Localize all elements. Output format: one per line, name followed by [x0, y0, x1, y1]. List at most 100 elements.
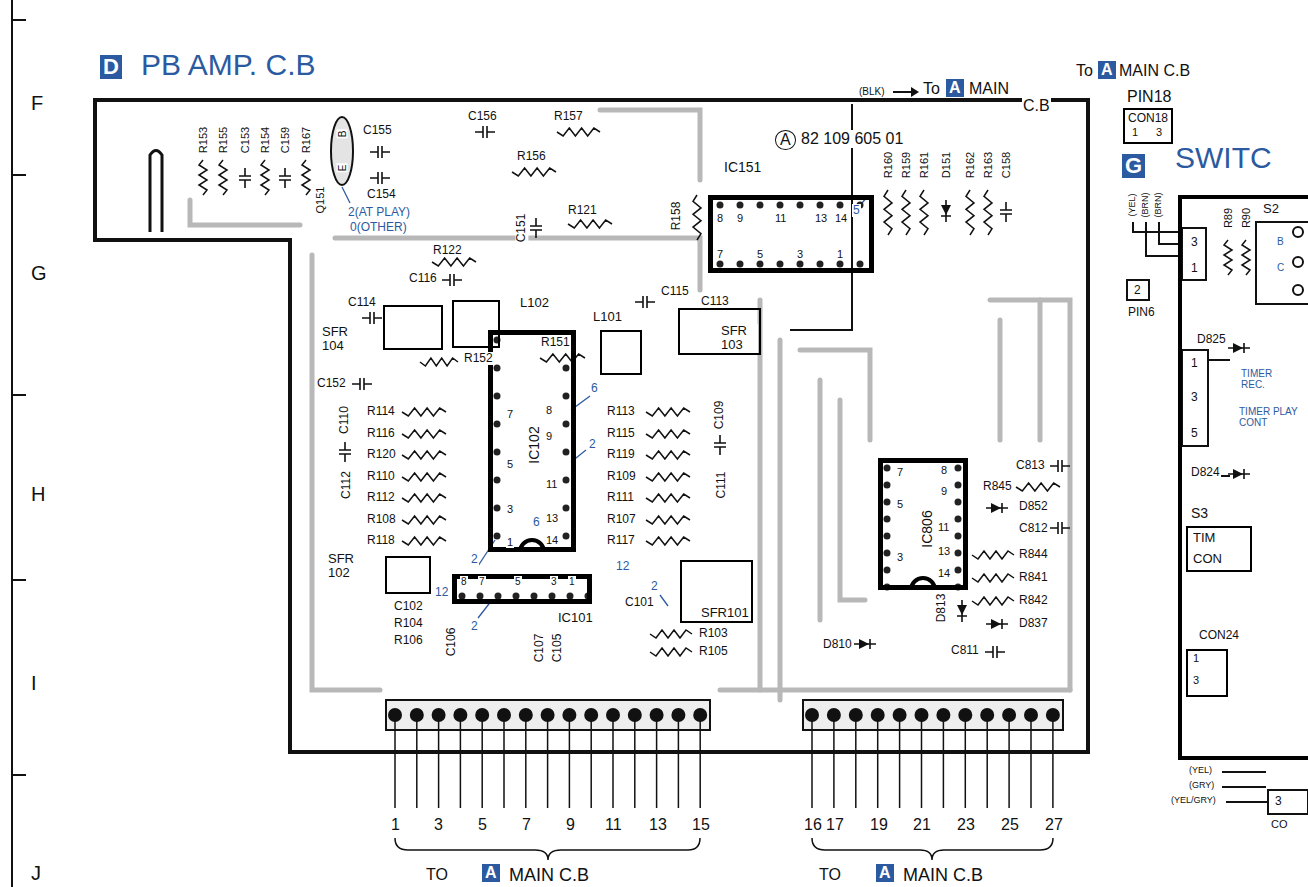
resistor-label: R115 [606, 427, 636, 440]
resistor-label: R154 [259, 126, 271, 154]
pin-number: 7 [716, 248, 724, 260]
resistor-label: R110 [366, 470, 396, 483]
ic-package: IC151 [708, 195, 874, 273]
pin-number: 13 [648, 816, 668, 834]
connector-lead [678, 715, 680, 808]
connector-body [803, 700, 1063, 730]
pin-number: 23 [956, 816, 976, 834]
resistor-symbol [402, 537, 446, 545]
text-label: MAIN [968, 80, 1010, 98]
text-label: 2(AT PLAY) [347, 206, 411, 219]
wire [1133, 222, 1182, 232]
pin-number: 8 [545, 404, 553, 416]
solder-pad [797, 202, 804, 209]
margin-ruler [12, 0, 26, 887]
solder-pad [857, 261, 864, 268]
resistor-label: R844 [1018, 548, 1049, 561]
diode-symbol [941, 205, 951, 215]
resistor-symbol [884, 190, 892, 235]
capacitor-label: C106 [445, 627, 458, 658]
diode-label: D837 [1018, 617, 1049, 630]
text-label: CO [1270, 818, 1289, 830]
resistor-symbol [402, 516, 446, 524]
wire [1208, 359, 1230, 361]
resistor-symbol [402, 494, 446, 502]
resistor-label: R108 [366, 513, 397, 526]
pin-number: 19 [869, 816, 889, 834]
connector-lead [503, 715, 505, 808]
connector-pad [805, 708, 819, 722]
connector-pad [475, 708, 489, 722]
connector-pad [958, 708, 972, 722]
text-label: (YEL) [1188, 766, 1213, 776]
text-label: (YEL) [1128, 192, 1138, 217]
capacitor-label: C113 [700, 295, 730, 308]
text-label: I [30, 672, 38, 694]
resistor-label: R107 [606, 513, 637, 526]
diode-lead [1228, 343, 1250, 353]
solder-pad [494, 533, 501, 540]
text-label: C [1276, 262, 1285, 273]
resistor-symbol [402, 408, 446, 416]
text-label: MAIN C.B [508, 866, 590, 886]
connector-lead [921, 715, 923, 808]
solder-pad [955, 499, 962, 506]
text-label: PB AMP. C.B [140, 48, 317, 81]
switch-body [1256, 222, 1308, 304]
solder-pad [495, 593, 502, 600]
text-label: SFR 102 [327, 552, 365, 581]
pin-number: 6 [532, 516, 541, 529]
capacitor-label: C111 [715, 471, 728, 500]
pin-number: 12 [434, 586, 449, 599]
pin-number: 1 [1131, 126, 1139, 138]
connector-pad [541, 708, 555, 722]
capacitor-label: C813 [1015, 459, 1046, 472]
resistor-label: R151 [540, 336, 571, 349]
connector-pad [432, 708, 446, 722]
connector-pad [936, 708, 950, 722]
pin-number: 17 [825, 816, 845, 834]
text-label: To [1075, 62, 1094, 80]
capacitor-symbol [352, 378, 372, 390]
trace [335, 238, 700, 290]
pin-number: 5 [477, 816, 488, 834]
pin-number: 8 [460, 576, 468, 587]
connector-pad [584, 708, 598, 722]
blue-leaders [342, 187, 868, 618]
solder-pad [494, 365, 501, 372]
text-label: G [30, 262, 48, 284]
resistor-label: R159 [900, 151, 912, 179]
solder-pad [494, 421, 501, 428]
text-label: C.B [1022, 97, 1051, 115]
diode-lead [1228, 469, 1250, 479]
pin-number: 11 [937, 521, 950, 533]
capacitor-symbol [362, 312, 382, 324]
resistor-symbol [650, 648, 692, 656]
connector-pad [693, 708, 707, 722]
text-label: To [922, 80, 941, 98]
resistor-symbol [646, 516, 690, 524]
resistor-symbol [984, 190, 992, 235]
connector-lead [986, 715, 988, 808]
solder-pad [817, 202, 824, 209]
resistor-symbol [568, 220, 612, 228]
pin-number: 3 [1274, 795, 1283, 808]
connector-pad [519, 708, 533, 722]
solder-pad [531, 593, 538, 600]
capacitor-label: C109 [713, 400, 726, 431]
pin-number: 5 [506, 458, 514, 470]
text-label: A [1098, 61, 1116, 79]
solder-pad [884, 533, 891, 540]
pin-number: 14 [834, 212, 848, 224]
connector-pad [1002, 708, 1016, 722]
pin-number: 3 [796, 248, 804, 260]
diode-symbol [991, 503, 1001, 513]
component-box: S3TIMCON [1186, 526, 1252, 572]
resistor-symbol [646, 473, 690, 481]
capacitor-symbol [370, 146, 390, 158]
capacitor-symbol [635, 296, 655, 308]
connector-lead [965, 715, 967, 808]
pin-number: 13 [814, 212, 828, 224]
capacitor-symbol [1050, 460, 1070, 472]
diode-symbol [957, 605, 967, 615]
